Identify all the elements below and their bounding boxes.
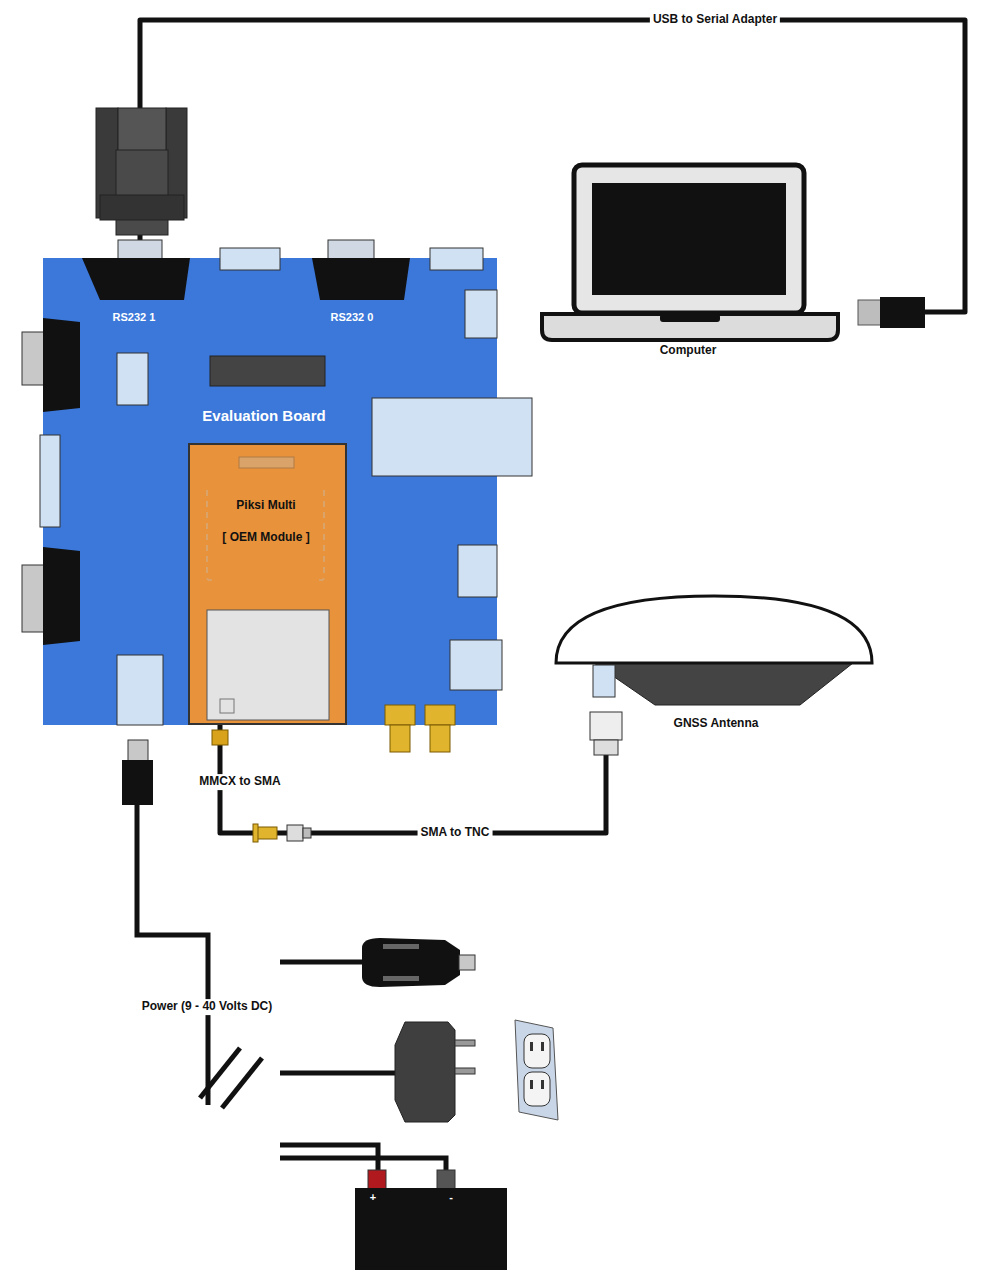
port	[22, 332, 44, 385]
power-wire	[137, 805, 208, 1105]
edge-label: SMA to TNC	[418, 825, 493, 841]
cable	[140, 20, 965, 312]
break-mark	[222, 1058, 262, 1108]
port-label: RS232 1	[113, 311, 156, 324]
oem-module: Piksi Multi [ OEM Module ]	[188, 443, 347, 725]
evaluation-board: Evaluation Board Piksi Multi [ OEM Module…	[43, 258, 497, 725]
wall-outlet	[515, 1020, 558, 1120]
node-text: [ OEM Module ]	[222, 531, 309, 545]
mmcx-connector	[212, 730, 228, 745]
laptop-icon	[538, 160, 925, 365]
terminal-sign: +	[370, 1191, 376, 1204]
sma-connector	[303, 828, 311, 838]
node-text: GNSS Antenna	[674, 717, 759, 731]
sma-connector	[253, 824, 258, 842]
terminal-sign: -	[449, 1191, 453, 1204]
power-wire	[280, 1158, 446, 1172]
antenna-icon	[553, 593, 875, 735]
dc-plug	[128, 740, 148, 762]
port	[22, 565, 44, 632]
edge-label: USB to Serial Adapter	[650, 12, 780, 28]
sma-connector	[257, 827, 277, 839]
dc-plug	[122, 760, 153, 805]
node-text: Computer	[660, 344, 717, 358]
power-label: Power (9 - 40 Volts DC)	[139, 999, 275, 1015]
cable-label: MMCX to SMA	[196, 774, 283, 790]
power-wire	[280, 960, 362, 965]
sma-connector	[287, 825, 303, 841]
node-text: Evaluation Board	[202, 407, 325, 424]
port-label: RS232 0	[331, 311, 374, 324]
node-text: Piksi Multi	[236, 499, 295, 513]
wall-adapter	[395, 1022, 475, 1122]
car-plug	[362, 938, 475, 987]
db9-plug	[96, 108, 187, 235]
gnss-antenna: GNSS Antenna	[553, 593, 875, 735]
power-wire	[280, 1071, 395, 1076]
module-art	[190, 445, 349, 727]
computer: Computer	[538, 160, 925, 365]
battery	[355, 1170, 507, 1270]
